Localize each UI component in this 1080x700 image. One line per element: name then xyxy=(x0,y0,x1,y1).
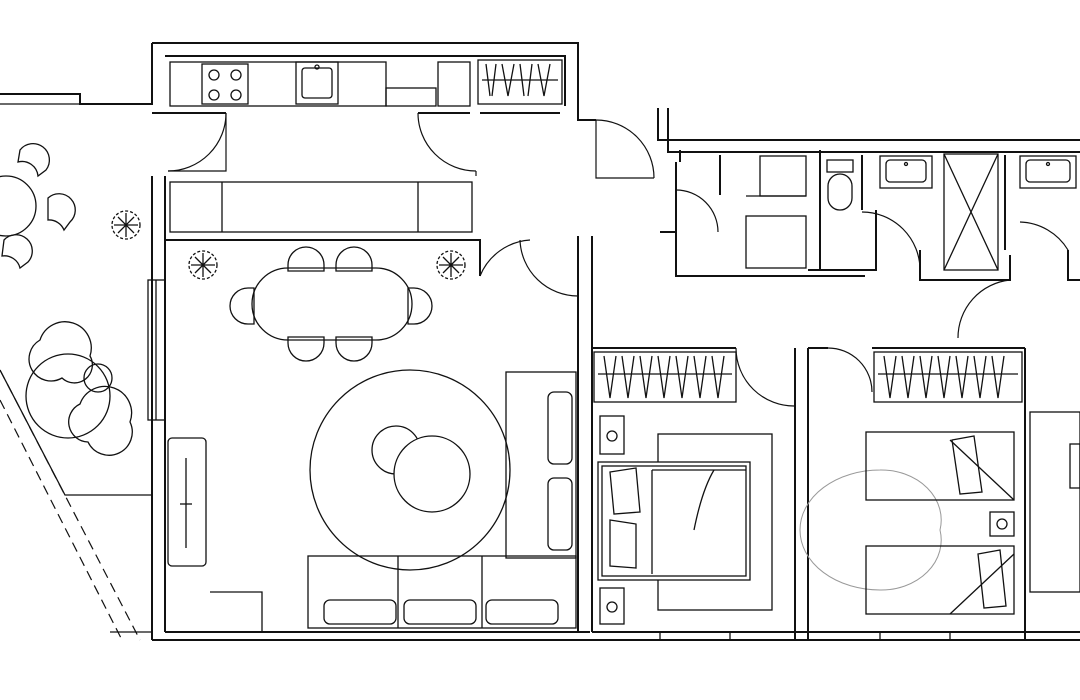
hangers-icon xyxy=(485,63,551,97)
sofa xyxy=(307,371,577,629)
bistro-table xyxy=(0,175,37,237)
vanity-icon xyxy=(1019,155,1077,189)
wardrobe xyxy=(873,351,1023,403)
single-bed xyxy=(865,545,1015,615)
wardrobe xyxy=(593,351,737,403)
kitchen-counter xyxy=(169,61,387,107)
double-bed xyxy=(597,461,751,581)
dining-chairs xyxy=(229,246,433,362)
terrace xyxy=(0,93,166,641)
single-bed xyxy=(865,431,1015,501)
nightstand xyxy=(599,415,625,455)
washer xyxy=(759,155,807,197)
plant-icon xyxy=(436,250,466,280)
plant-icon xyxy=(188,250,218,280)
cooktop-icon xyxy=(201,63,249,105)
sink-icon xyxy=(295,61,339,105)
dining-table xyxy=(251,267,413,341)
bedroom-2 xyxy=(799,347,1023,615)
kitchen xyxy=(167,61,477,176)
bedroom-3 xyxy=(1029,411,1080,593)
shower-icon xyxy=(943,153,999,271)
bathrooms xyxy=(675,153,1077,339)
vanity-icon xyxy=(879,155,933,189)
bedroom-1 xyxy=(593,347,796,625)
terrace-furniture xyxy=(0,142,133,456)
dryer xyxy=(745,215,807,269)
coffee-table xyxy=(393,435,471,513)
round-rug xyxy=(309,369,511,571)
tv-console xyxy=(167,437,207,567)
living-room xyxy=(167,369,577,629)
dining-area xyxy=(111,181,579,362)
walls xyxy=(0,42,1080,641)
plant-icon xyxy=(111,210,141,240)
nightstand xyxy=(599,587,625,625)
lounge-chairs xyxy=(25,321,133,456)
toilet-icon xyxy=(826,159,854,211)
coat-closet xyxy=(477,59,655,179)
nightstand xyxy=(989,511,1015,537)
sideboard xyxy=(169,181,473,233)
